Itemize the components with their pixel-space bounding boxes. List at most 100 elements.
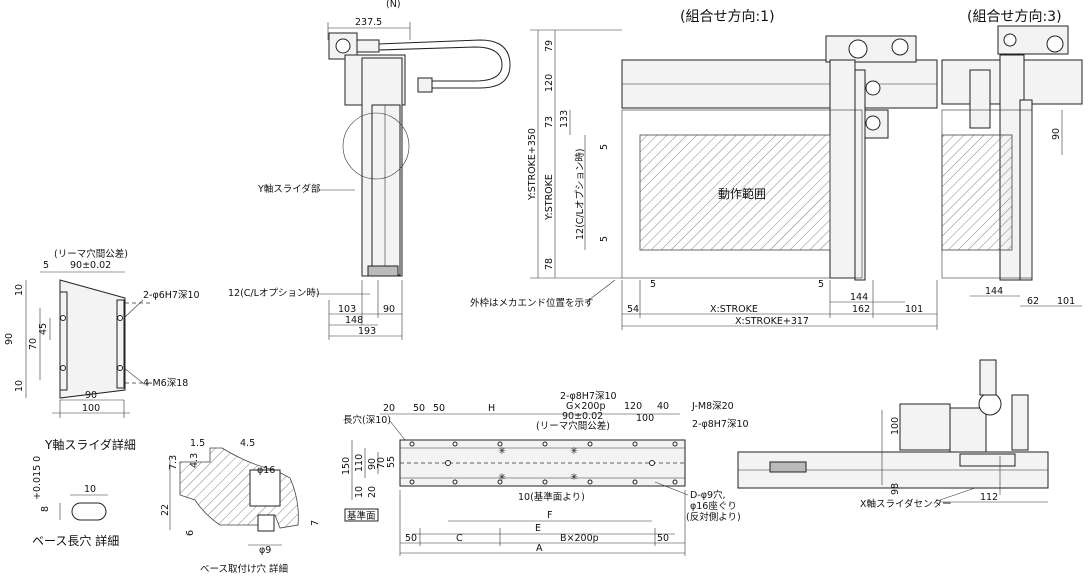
base-dim-70v: 70	[376, 457, 387, 469]
dim-5a: 5	[599, 144, 610, 150]
base-dim-110: 110	[354, 454, 365, 472]
n-label: (N)	[386, 0, 401, 10]
base-hole-detail: 1.5 4.5 7.3 4.3 φ16 22 6 7 φ9 ベース取付け穴 詳細	[160, 438, 321, 575]
base-dim-90-tol: 90±0.02	[562, 411, 603, 422]
dim-4-5: 4.5	[240, 438, 255, 449]
side-dim-98: 98	[890, 483, 901, 495]
operating-range	[639, 134, 831, 251]
dim-73: 73	[544, 116, 555, 128]
assembly-3-header: (組合せ方向:3)	[967, 9, 1062, 25]
outer-frame-note: 外枠はメカエンド位置を示す	[470, 297, 594, 309]
base-slot-detail: 10 8 +0.015 0 ベース長穴 詳細	[32, 456, 119, 548]
dim-79: 79	[544, 40, 555, 52]
main-assembly-view: 動作範囲 79 120 73 133 Y:STROKE+350 Y:STROKE…	[470, 29, 938, 330]
assembly-3-view: 90 144 62 101	[941, 25, 1083, 307]
y-axis-side-view: 237.5 Y軸スライダ部 12(C/Lオプション時) 103 90 148 1…	[228, 17, 511, 340]
side-dim-100: 100	[890, 417, 901, 435]
base-dim-150: 150	[341, 457, 352, 475]
dim-162: 162	[852, 304, 870, 315]
base-dim-50c: 50	[405, 533, 417, 544]
dim-5b: 5	[599, 236, 610, 242]
base-dim-50b: 50	[433, 403, 445, 414]
dim-5c: 5	[650, 279, 656, 290]
pin-8-label: 2-φ8H7深10	[560, 391, 617, 402]
dim-phi16: φ16	[257, 465, 275, 476]
cl-option-label: 12(C/Lオプション時)	[228, 288, 320, 299]
dim-237-5: 237.5	[355, 17, 382, 28]
base-dim-10v: 10	[354, 486, 365, 498]
y-slider-detail: (リーマ穴間公差) 5 90±0.02 2-φ6H7深10 4-M6深18 10…	[4, 248, 200, 452]
base-slot-title: ベース長穴 詳細	[32, 533, 119, 548]
dim-103: 103	[338, 304, 356, 315]
dim-144: 144	[850, 292, 868, 303]
star-mark: ✳	[570, 472, 578, 483]
base-face-box	[344, 508, 379, 522]
dim-90-top: 90	[383, 304, 395, 315]
dim-y-stroke: Y:STROKE	[544, 174, 555, 221]
base-dim-55: 55	[386, 456, 397, 468]
assembly-1-header: (組合せ方向:1)	[680, 9, 775, 25]
range-label: 動作範囲	[718, 186, 766, 201]
dim-x-stroke: X:STROKE	[710, 304, 758, 315]
base-hole-title: ベース取付け穴 詳細	[200, 563, 288, 575]
dim-193: 193	[358, 326, 376, 337]
star-mark: ✳	[498, 446, 506, 457]
pin-8b-label: 2-φ8H7深10	[692, 419, 749, 430]
dim-70: 70	[28, 338, 39, 350]
base-dim-c: C	[456, 533, 463, 544]
base-dim-20: 20	[383, 403, 395, 414]
base-dim-120: 120	[624, 401, 642, 412]
dim-78: 78	[544, 258, 555, 270]
dim-100-bottom: 100	[82, 403, 100, 414]
base-dim-a: A	[536, 543, 543, 554]
base-face: 基準面	[347, 510, 376, 522]
dim-90-left: 90	[4, 333, 15, 345]
dim-phi9: φ9	[259, 545, 271, 556]
tap-hole-label: 4-M6深18	[143, 378, 188, 389]
base-dim-e: E	[535, 523, 541, 534]
dim-1-5: 1.5	[190, 438, 205, 449]
slot-tol: +0.015 0	[32, 456, 43, 500]
dim-5d: 5	[818, 279, 824, 290]
slot-dim-8: 8	[40, 506, 51, 512]
dim-90-tol: 90±0.02	[70, 260, 111, 271]
pin-hole-label: 2-φ6H7深10	[143, 290, 200, 301]
dim-7: 7	[310, 520, 321, 526]
star-mark: ✳	[570, 446, 578, 457]
note-10-base: 10(基準面より)	[518, 491, 585, 503]
base-dim-40: 40	[657, 401, 669, 412]
dim-148: 148	[345, 315, 363, 326]
dim-133: 133	[559, 110, 570, 128]
dim-45: 45	[38, 323, 49, 335]
right-dim-101: 101	[1057, 296, 1075, 307]
base-dim-50d: 50	[657, 533, 669, 544]
base-dim-100: 100	[636, 413, 654, 424]
d-opposite: (反対側より)	[686, 511, 741, 523]
dim-7-3: 7.3	[168, 455, 179, 470]
slot-note: 長穴(深10)	[343, 414, 391, 426]
d-holes: D-φ9穴,	[690, 489, 726, 501]
dim-54: 54	[627, 304, 639, 315]
base-plan-view: 20 50 50 H 長穴(深10) 2-φ8H7深10 G×200p 120 …	[341, 391, 749, 556]
reamer-note-base: (リーマ穴間公差)	[536, 420, 610, 432]
dim-4-3: 4.3	[189, 453, 200, 468]
d-counter: φ16座ぐり	[690, 500, 737, 512]
dim-x-stroke-317: X:STROKE+317	[735, 316, 809, 327]
dim-120: 120	[544, 74, 555, 92]
y-slider-label: Y軸スライダ部	[257, 183, 320, 195]
base-dim-90v: 90	[367, 458, 378, 470]
base-dim-b200: B×200p	[560, 533, 599, 544]
right-dim-62: 62	[1027, 296, 1039, 307]
reamer-note: (リーマ穴間公差)	[54, 248, 128, 260]
star-mark: ✳	[498, 472, 506, 483]
dim-22: 22	[160, 504, 171, 516]
dim-101: 101	[905, 304, 923, 315]
base-dim-20v: 20	[367, 486, 378, 498]
x-slider-center: X軸スライダセンター	[860, 498, 952, 510]
dim-10a: 10	[14, 284, 25, 296]
base-dim-f: F	[547, 510, 552, 521]
slider-detail-title: Y軸スライダ詳細	[44, 437, 136, 452]
base-dim-h: H	[488, 403, 495, 414]
right-dim-90: 90	[1051, 128, 1062, 140]
dim-90-bottom: 90	[85, 390, 97, 401]
